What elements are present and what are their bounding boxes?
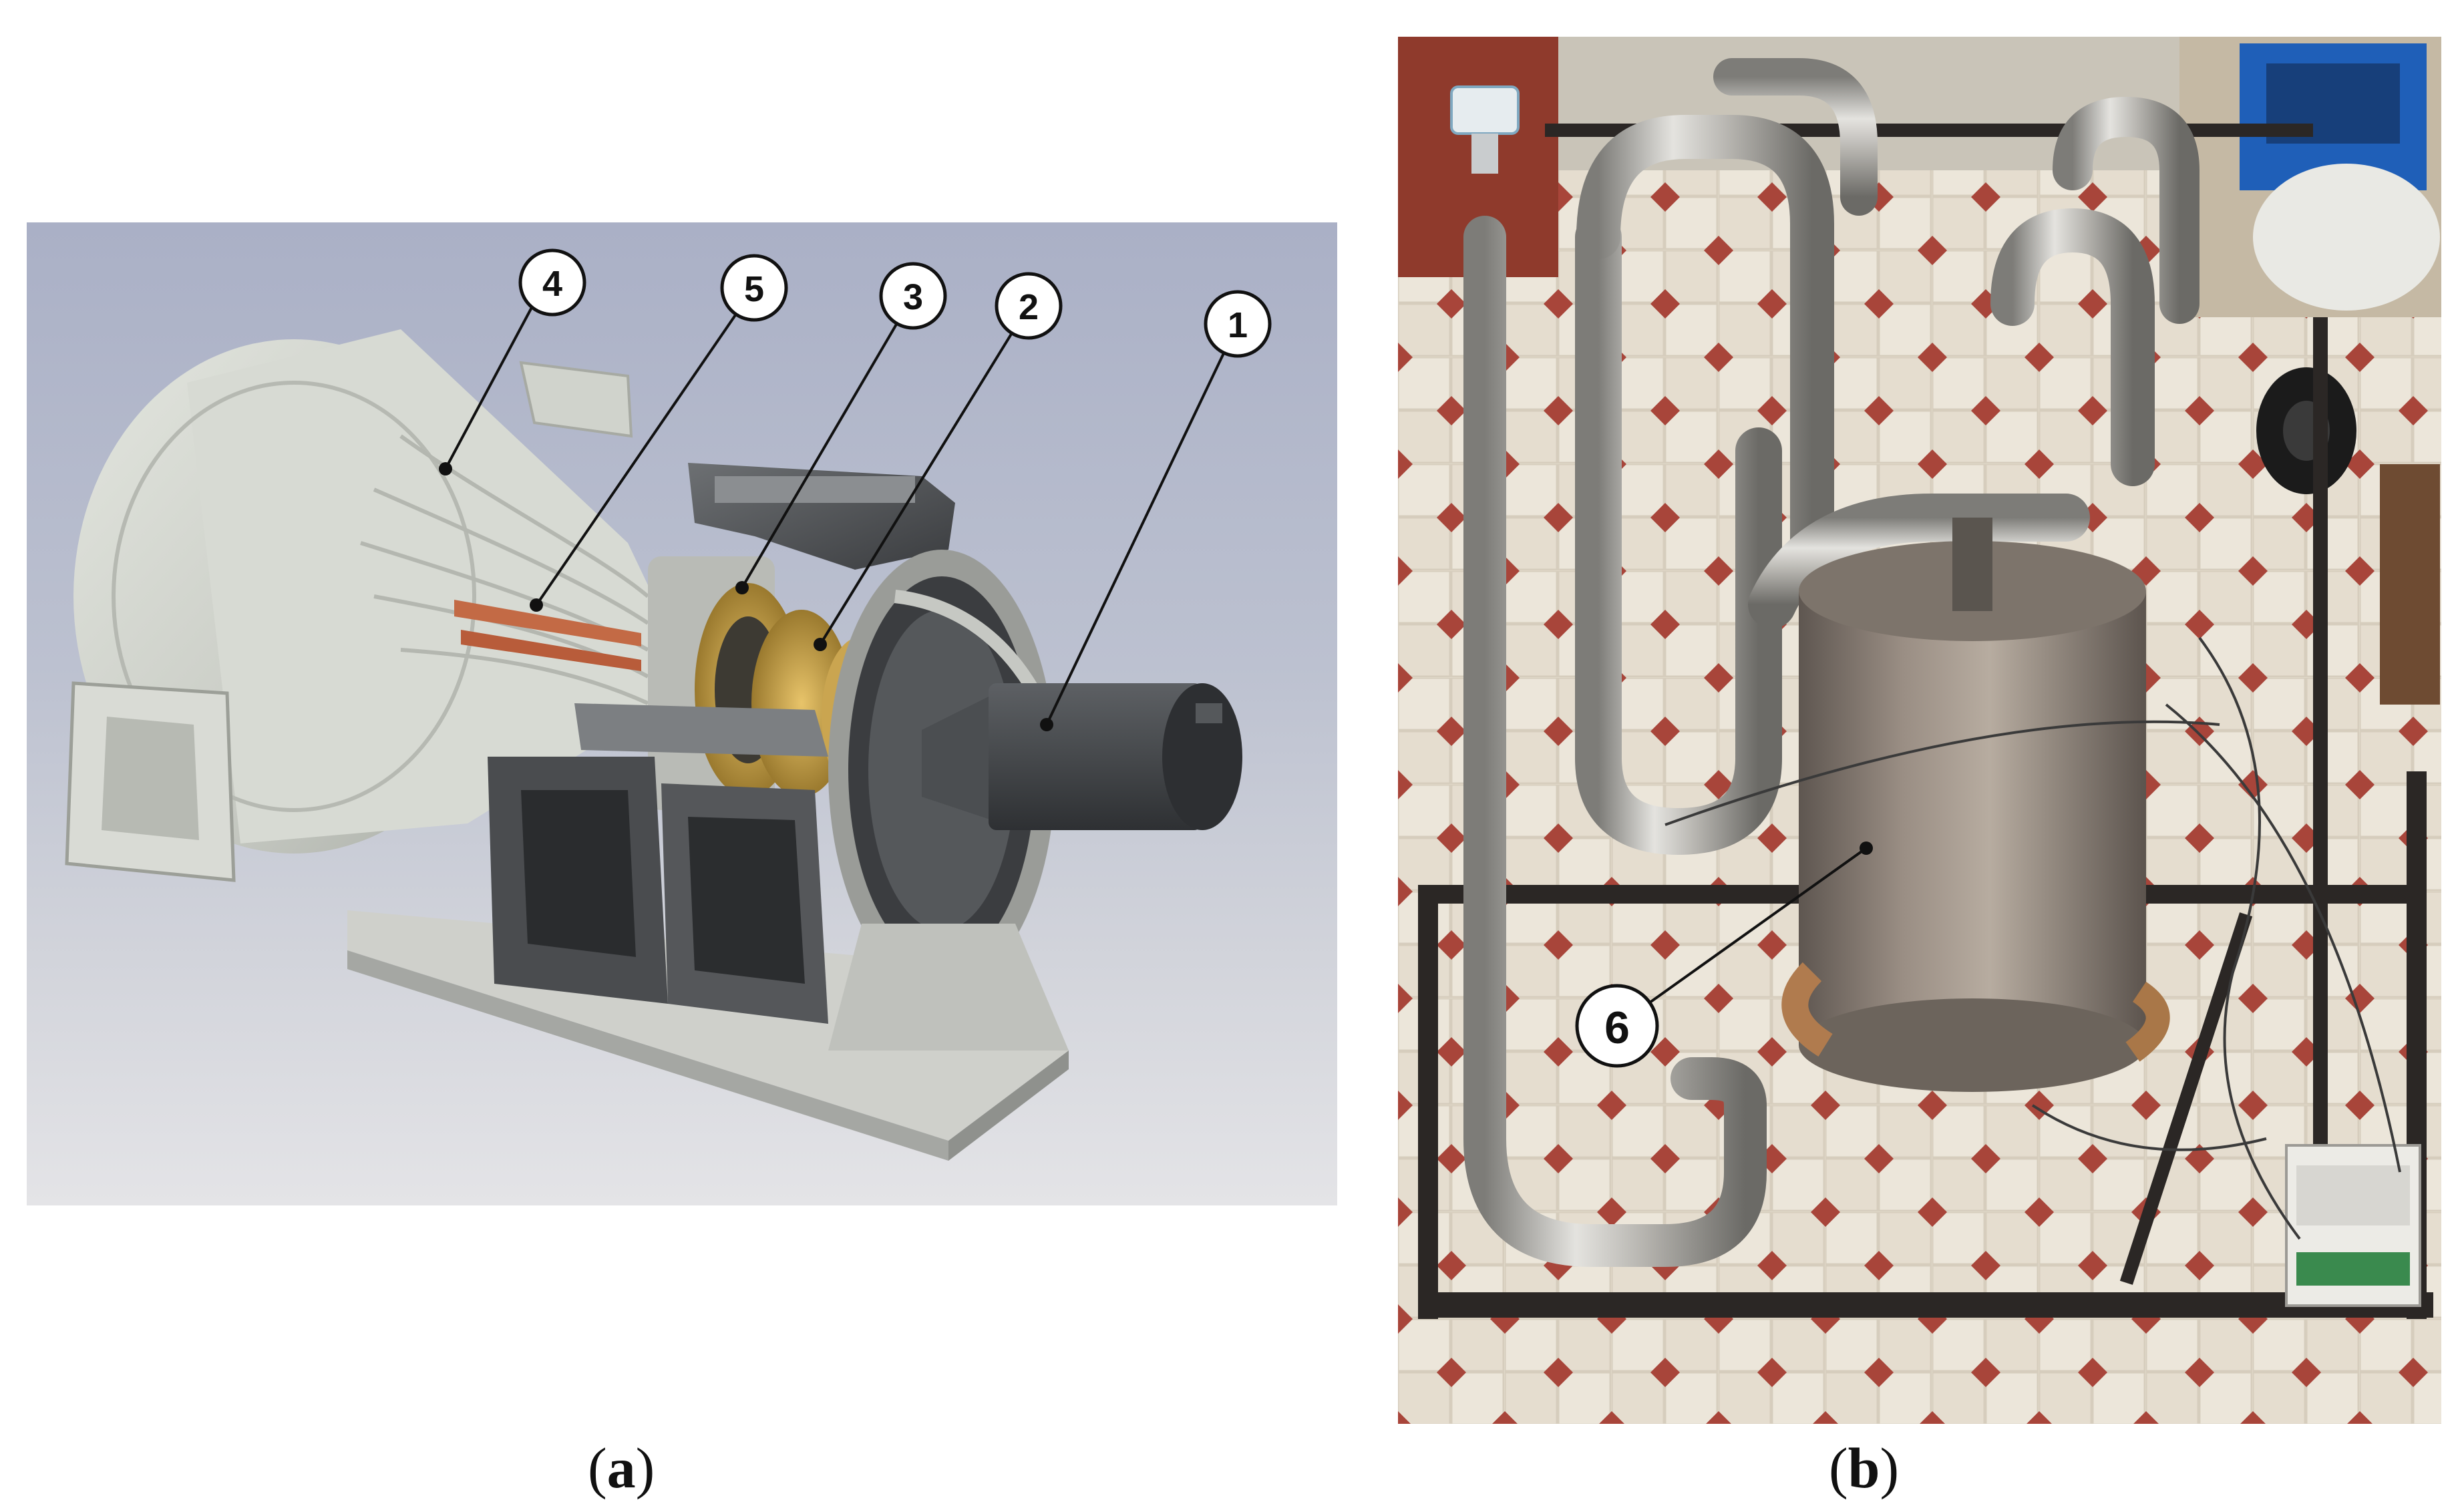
callout-5-label: 5 [744,269,764,309]
callout-4-label: 4 [542,264,562,304]
cad-render-illustration: 1 2 3 4 5 [65,248,1272,1161]
caption-a-letter: a [606,1436,636,1500]
callout-3: 3 [879,262,947,330]
cabling [1664,636,2401,1240]
outlet-flange [65,681,236,882]
stainless-piping [1463,58,2299,1267]
volute-housing [65,329,695,882]
copper-heater-strips [454,600,641,671]
callout-2: 2 [995,272,1063,340]
flow-transmitter [1450,85,1520,174]
test-rig-photo-panel: 6 [1398,37,2441,1424]
cylindrical-tank [1781,518,2170,1092]
caption-a-close: ) [635,1436,655,1500]
white-bags [2253,164,2440,311]
caption-b-close: ) [1880,1436,1900,1500]
callout-leaders [444,282,1239,725]
test-rig-photo: 6 [1398,37,2441,1424]
callout-4: 4 [518,248,586,317]
callout-1-label: 1 [1228,305,1248,345]
caption-b-letter: b [1848,1436,1880,1500]
callout-5: 5 [720,254,788,322]
caption-a-open: ( [588,1436,607,1500]
callout-6: 6 [1575,984,1659,1068]
wooden-stand [2380,464,2440,705]
callout-3-label: 3 [903,277,923,317]
caption-a: (a) [588,1435,655,1501]
callout-2-label: 2 [1019,287,1039,327]
caption-b: (b) [1829,1435,1899,1501]
callout-leader-6 [1616,841,1873,1027]
caption-b-open: ( [1829,1436,1848,1500]
lower-inlet-ducts [488,703,828,1024]
callout-6-label: 6 [1604,1002,1630,1053]
control-module [2285,1144,2421,1307]
callout-dots [439,462,1053,731]
cad-render-panel: 1 2 3 4 5 [27,222,1337,1205]
callout-1: 1 [1204,290,1272,358]
